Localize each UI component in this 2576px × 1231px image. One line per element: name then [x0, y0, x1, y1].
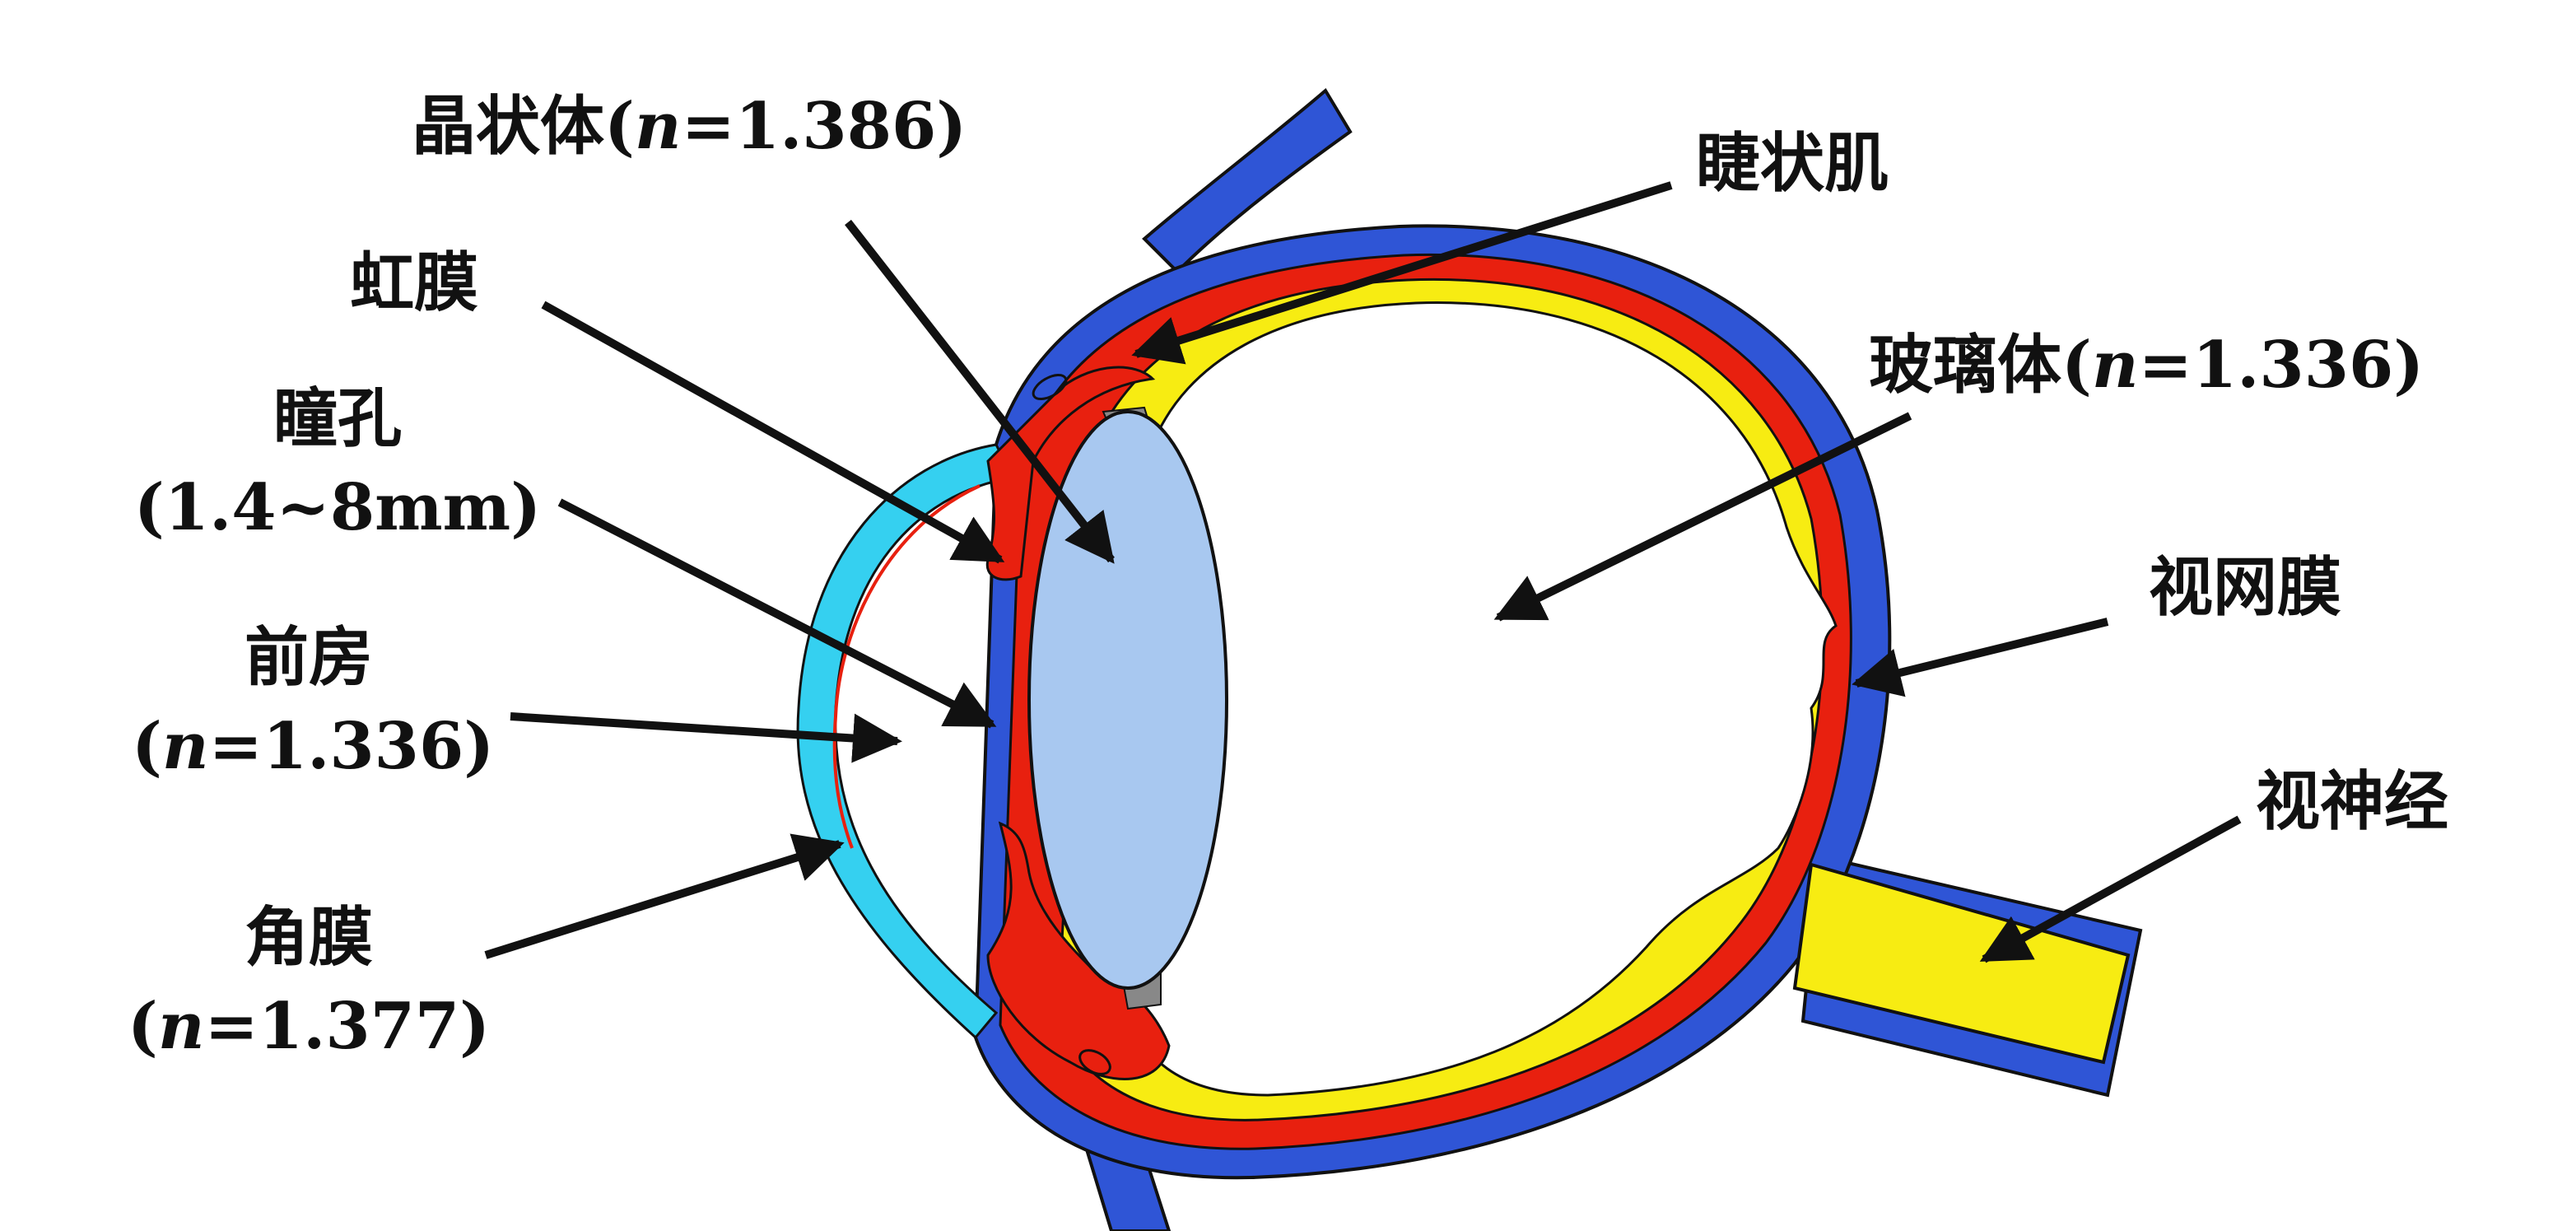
vitreous-body	[1126, 301, 1838, 1097]
arrow-cornea	[484, 833, 845, 959]
arrow-vitreous	[1493, 412, 1912, 622]
arrow-lens	[845, 219, 1115, 564]
pupil-size: (1.4~8mm)	[133, 470, 542, 545]
retina-label: 视网膜	[2149, 550, 2342, 625]
pupil-label: 瞳孔 (1.4~8mm)	[123, 387, 552, 540]
vessel-upper	[1032, 373, 1068, 401]
arrow-iris	[541, 301, 1005, 564]
vessel-lower	[1078, 1049, 1111, 1075]
anterior-chamber-index: (n=1.336)	[132, 709, 495, 784]
cornea	[796, 443, 1015, 1040]
ciliary-muscle-label: 睫状肌	[1696, 126, 1889, 201]
cornea-endothelium	[832, 484, 981, 849]
lens-label: 晶状体(n=1.386)	[412, 89, 967, 164]
iris-label: 虹膜	[350, 245, 479, 320]
cornea-name: 角膜	[244, 900, 373, 975]
arrow-optic-nerve	[1979, 815, 2242, 963]
cornea-index: (n=1.377)	[127, 989, 491, 1064]
anterior-chamber-name: 前房	[244, 620, 373, 695]
anterior-chamber-label: 前房 (n=1.336)	[132, 620, 495, 784]
arrow-anterior-chamber	[510, 712, 902, 763]
arrow-ciliary-muscle	[1131, 181, 1673, 365]
arrow-retina	[1852, 618, 2109, 697]
cornea-label: 角膜 (n=1.377)	[123, 906, 494, 1059]
vitreous-label: 玻璃体(n=1.336)	[1869, 328, 2425, 403]
iris-lower	[986, 821, 1171, 1080]
arrow-pupil	[557, 498, 997, 729]
pupil-name: 瞳孔	[273, 381, 402, 456]
superior-muscle	[1142, 87, 1353, 274]
optic-nerve-label: 视神经	[2256, 764, 2449, 839]
